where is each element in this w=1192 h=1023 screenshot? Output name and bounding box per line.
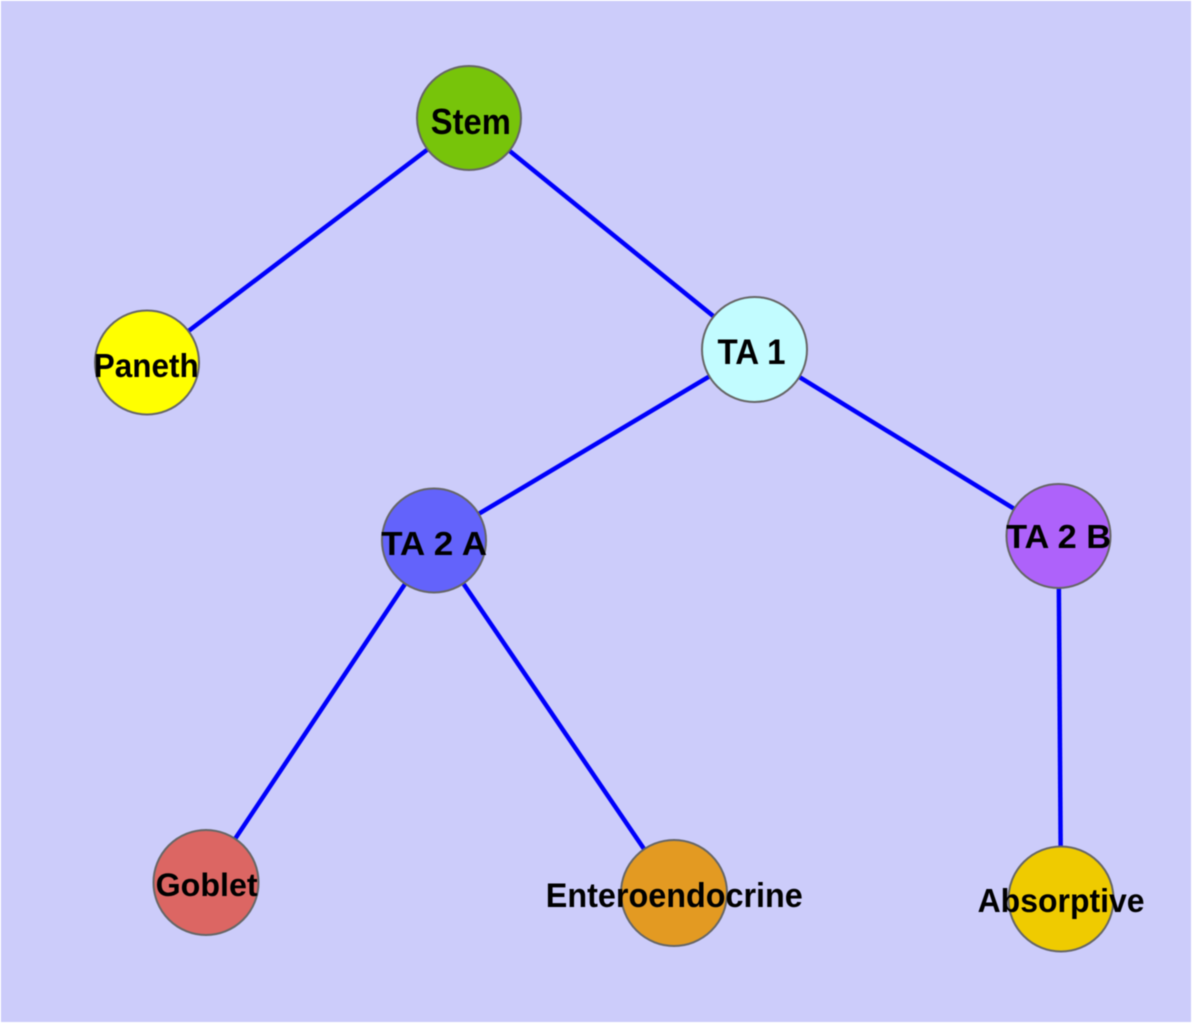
svg-text:Goblet: Goblet — [156, 867, 258, 903]
svg-text:TA 2 B: TA 2 B — [1006, 518, 1111, 555]
svg-text:TA 2 A: TA 2 A — [381, 526, 487, 563]
svg-text:TA 1: TA 1 — [718, 333, 786, 372]
svg-text:Absorptive: Absorptive — [978, 882, 1145, 919]
svg-text:Enteroendocrine: Enteroendocrine — [546, 877, 803, 915]
svg-text:Paneth: Paneth — [94, 347, 199, 384]
svg-text:Stem: Stem — [431, 101, 511, 142]
